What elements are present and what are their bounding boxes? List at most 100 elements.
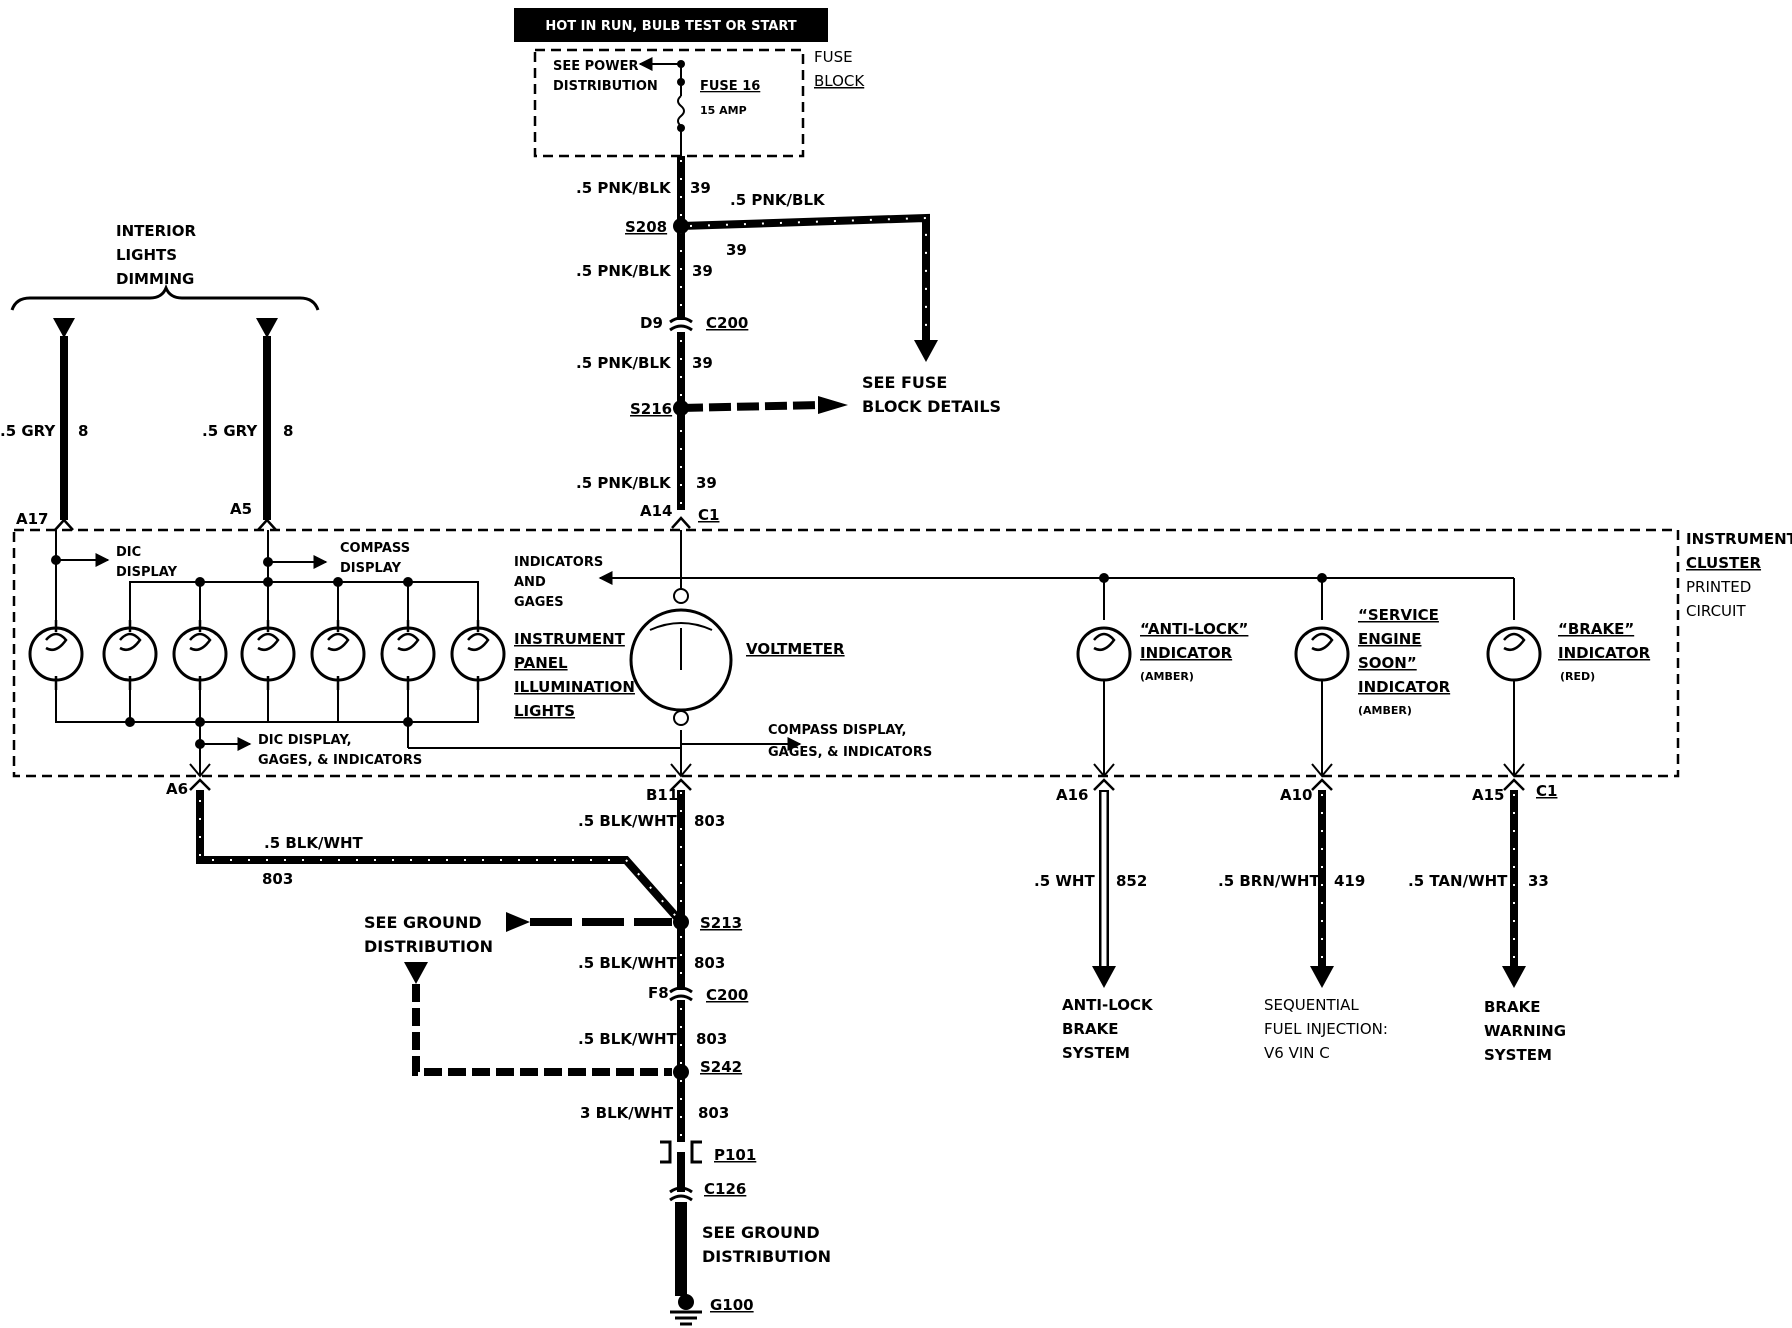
splice-s242-label: S242	[700, 1058, 742, 1076]
abs-system-label: ANTI-LOCK	[1062, 996, 1154, 1014]
indicators-gages-label-2: AND	[514, 575, 546, 590]
sfi-label-2: FUEL INJECTION:	[1264, 1020, 1388, 1038]
dimming-label-3: DIMMING	[116, 270, 194, 288]
wire-label-tanwht: .5 TAN/WHT	[1408, 872, 1508, 890]
ipil-label-4: LIGHTS	[514, 702, 575, 720]
splice-s216	[673, 400, 689, 416]
fuse-block: SEE POWER DISTRIBUTION FUSE 16 15 AMP FU…	[533, 48, 865, 158]
ground-g100-label: G100	[710, 1296, 754, 1314]
wire-label-blkwht-e: 3 BLK/WHT	[580, 1104, 674, 1122]
wire-num-803-c: 803	[694, 954, 725, 972]
pin-b11-label: B11	[646, 786, 678, 804]
voltmeter-label: VOLTMETER	[746, 640, 845, 658]
illumination-bulb	[310, 620, 366, 690]
brake-label-2: INDICATOR	[1558, 644, 1651, 662]
wire-label-pnk-2: .5 PNK/BLK	[576, 262, 672, 280]
brake-label: “BRAKE”	[1558, 620, 1634, 638]
ses-label-3: SOON”	[1358, 654, 1417, 672]
instrument-cluster	[12, 528, 1680, 778]
indicators-gages-label-3: GAGES	[514, 595, 564, 610]
splice-s213-label: S213	[700, 914, 742, 932]
abs-system-label-3: SYSTEM	[1062, 1044, 1130, 1062]
fuse-block-label-2: BLOCK	[814, 72, 865, 90]
wire-label-gry-right: .5 GRY	[202, 422, 258, 440]
wire-label-pnk-branch: .5 PNK/BLK	[730, 191, 826, 209]
antilock-label: “ANTI-LOCK”	[1140, 620, 1248, 638]
sfi-label-3: V6 VIN C	[1264, 1044, 1330, 1062]
dimming-label: INTERIOR	[116, 222, 196, 240]
ipil-label-3: ILLUMINATION	[514, 678, 635, 696]
wire-num-8-right: 8	[283, 422, 293, 440]
brake-indicator-bulb	[1486, 592, 1542, 778]
see-ground-label: SEE GROUND	[364, 913, 482, 932]
wire-label-blkwht-b: .5 BLK/WHT	[578, 812, 678, 830]
pin-a17-label: A17	[16, 510, 48, 528]
splice-s213	[673, 914, 689, 930]
wire-num-39-3: 39	[692, 354, 713, 372]
illumination-bulb	[28, 620, 84, 690]
wire-num-419: 419	[1334, 872, 1365, 890]
hot-in-run-label: HOT IN RUN, BULB TEST OR START	[545, 19, 796, 34]
ses-label: “SERVICE	[1358, 606, 1439, 624]
dic-gages-label-2: GAGES, & INDICATORS	[258, 753, 422, 768]
pin-f8-label: F8	[648, 984, 669, 1002]
wire-label-blkwht-d: .5 BLK/WHT	[578, 1030, 678, 1048]
illumination-bulb	[102, 620, 158, 690]
indicators-gages-label: INDICATORS	[514, 555, 603, 570]
ipil-label-2: PANEL	[514, 654, 568, 672]
cluster-label-4: CIRCUIT	[1686, 602, 1746, 620]
sfi-label: SEQUENTIAL	[1264, 996, 1359, 1014]
wire-label-gry-left: .5 GRY	[0, 422, 56, 440]
wire-label-pnk-1: .5 PNK/BLK	[576, 179, 672, 197]
see-ground-label-2: DISTRIBUTION	[364, 937, 493, 956]
see-fuse-label: SEE FUSE	[862, 373, 947, 392]
connector-c200-ground-label: C200	[706, 986, 748, 1004]
fuse-amp-label: 15 AMP	[700, 104, 747, 117]
pin-a14-label: A14	[640, 502, 672, 520]
compass-gages-label-2: GAGES, & INDICATORS	[768, 745, 932, 760]
abs-system-label-2: BRAKE	[1062, 1020, 1118, 1038]
illumination-bulb	[240, 620, 296, 690]
dimming-label-2: LIGHTS	[116, 246, 177, 264]
splice-s208-label: S208	[625, 218, 667, 236]
illumination-bulb	[380, 620, 436, 690]
pin-a6-label: A6	[166, 780, 188, 798]
wire-label-blkwht-c: .5 BLK/WHT	[578, 954, 678, 972]
fuse-block-label: FUSE	[814, 48, 853, 66]
connector-c1-output-label: C1	[1536, 782, 1557, 800]
wire-num-39-branch: 39	[726, 241, 747, 259]
wire-num-803-b: 803	[694, 812, 725, 830]
wire-num-8-left: 8	[78, 422, 88, 440]
compass-display-label-2: DISPLAY	[340, 561, 402, 576]
service-engine-soon-bulb	[1294, 578, 1350, 778]
wire-num-803-d: 803	[696, 1030, 727, 1048]
dic-gages-label: DIC DISPLAY,	[258, 733, 352, 748]
compass-gages-label: COMPASS DISPLAY,	[768, 723, 906, 738]
brake-warning-label: BRAKE	[1484, 998, 1540, 1016]
antilock-label-2: INDICATOR	[1140, 644, 1233, 662]
fuse-symbol	[677, 95, 685, 127]
wire-label-wht: .5 WHT	[1034, 872, 1095, 890]
splice-s242	[673, 1064, 689, 1080]
hot-in-run-banner: HOT IN RUN, BULB TEST OR START	[514, 8, 828, 42]
ipil-label: INSTRUMENT	[514, 630, 626, 648]
splice-s208	[673, 218, 689, 234]
wire-label-pnk-3: .5 PNK/BLK	[576, 354, 672, 372]
wire-num-803-a: 803	[262, 870, 293, 888]
ground-symbol-g100	[670, 1294, 702, 1326]
compass-display-label: COMPASS	[340, 541, 410, 556]
ses-label-4: INDICATOR	[1358, 678, 1451, 696]
wire-num-39-1: 39	[690, 179, 711, 197]
see-power-label-2: DISTRIBUTION	[553, 79, 658, 94]
ses-color-label: (AMBER)	[1358, 704, 1412, 717]
see-ground-label-b: SEE GROUND	[702, 1223, 820, 1242]
wire-label-blkwht-a: .5 BLK/WHT	[264, 834, 364, 852]
dimming-group	[10, 283, 320, 531]
cluster-label-3: PRINTED	[1686, 578, 1751, 596]
connector-c200-label: C200	[706, 314, 748, 332]
pin-a10-label: A10	[1280, 786, 1312, 804]
ground-wiring	[189, 778, 702, 1326]
wire-num-852: 852	[1116, 872, 1147, 890]
dic-display-label-2: DISPLAY	[116, 565, 178, 580]
